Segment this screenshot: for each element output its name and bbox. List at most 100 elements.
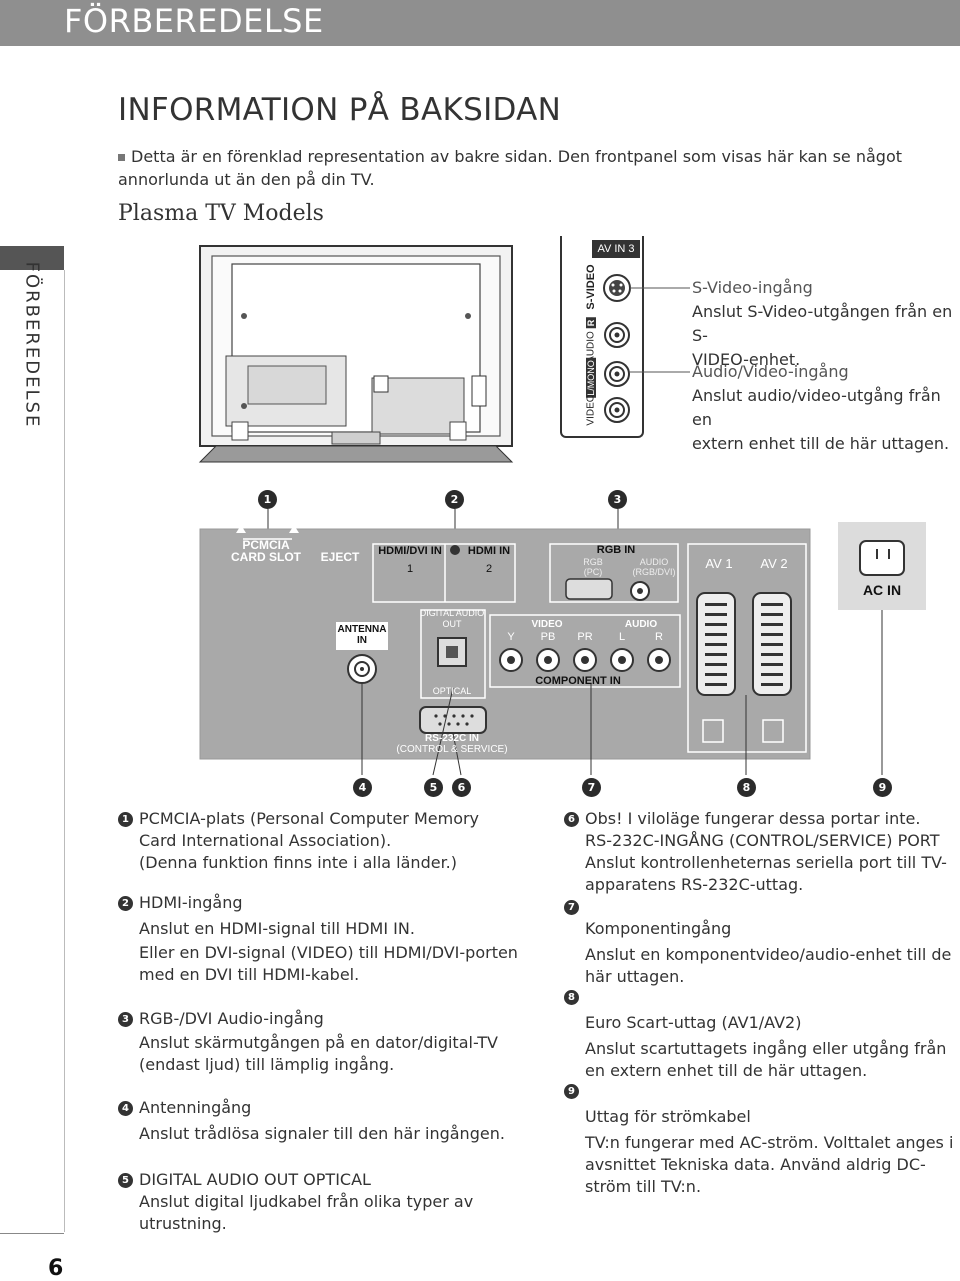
item-text: Anslut en HDMI-signal till HDMI IN. (139, 919, 415, 938)
item-text: Anslut trådlösa signaler till den här in… (139, 1124, 505, 1143)
av-in3-r-label: R (586, 317, 596, 329)
av-in3-title: AV IN 3 (592, 240, 640, 258)
item-text: (Denna funktion finns inte i alla länder… (139, 853, 458, 872)
digital-audio-label: DIGITAL AUDIO (419, 608, 485, 618)
rgb-label: RGB (583, 557, 603, 567)
callout-8: 8 (737, 778, 756, 797)
component-in-label: COMPONENT IN (535, 675, 621, 687)
pc-label: (PC) (583, 567, 603, 577)
item-text: TV:n fungerar med AC-ström. Volttalet an… (585, 1133, 954, 1196)
item-heading: Obs! I viloläge fungerar dessa portar in… (585, 809, 921, 828)
side-section-label: FÖRBEREDELSE (21, 261, 43, 429)
av-text-line1: Anslut audio/video-utgång från en (692, 386, 941, 429)
item-text: Anslut kontrollenheternas seriella port … (585, 853, 947, 894)
page-number-rule (0, 1233, 64, 1234)
item-number: 4 (118, 1101, 133, 1116)
av-in3-video-label: VIDEO (585, 394, 597, 426)
item-heading: Uttag för strömkabel (585, 1107, 751, 1126)
list-item-6: 6 Obs! I viloläge fungerar dessa portar … (564, 808, 954, 896)
page-number: 6 (48, 1256, 64, 1281)
component-l-label: L (618, 631, 626, 643)
pcmcia-label: PCMCIA (242, 538, 290, 552)
item-number: 9 (564, 1084, 579, 1099)
intro-paragraph: Detta är en förenklad representation av … (118, 145, 948, 191)
item-number: 5 (118, 1173, 133, 1188)
bullet-square-icon (118, 154, 125, 161)
callout-5: 5 (424, 778, 443, 797)
av1-label: AV 1 (705, 556, 733, 571)
item-text: Anslut digital ljudkabel från olika type… (139, 1192, 474, 1233)
rs232c-label: RS-232C IN (425, 733, 479, 744)
rgb-audio-label: AUDIO (639, 557, 669, 567)
callout-6: 6 (452, 778, 471, 797)
component-r-label: R (655, 631, 663, 643)
svideo-description: S-Video-ingång Anslut S-Video-utgången f… (692, 276, 954, 372)
side-rule (64, 270, 65, 1232)
component-video-label: VIDEO (531, 619, 563, 630)
list-item-5: 5 DIGITAL AUDIO OUT OPTICAL Anslut digit… (118, 1169, 518, 1235)
hdmi-port-2-label: 2 (485, 563, 493, 575)
svideo-heading: S-Video-ingång (692, 278, 813, 297)
av-leader-lines (630, 287, 690, 373)
item-heading: DIGITAL AUDIO OUT OPTICAL (139, 1170, 371, 1189)
hdmi-port-1-label: 1 (406, 563, 414, 575)
component-audio-label: AUDIO (624, 619, 658, 630)
antenna-label: ANTENNA (337, 624, 387, 635)
list-item-9: 9 Uttag för strömkabel TV:n fungerar med… (564, 1084, 954, 1198)
list-item-8: 8 Euro Scart-uttag (AV1/AV2) Anslut scar… (564, 990, 954, 1082)
item-text: Anslut skärmutgången på en dator/digital… (139, 1033, 498, 1074)
rgb-dvi-label: (RGB/DVI) (632, 567, 676, 577)
rgb-in-label: RGB IN (596, 544, 636, 556)
digital-out-label: OUT (442, 619, 462, 629)
header-bar: FÖRBEREDELSE (0, 0, 960, 46)
callout-2: 2 (445, 490, 464, 509)
item-number: 2 (118, 896, 133, 911)
callout-3: 3 (608, 490, 627, 509)
component-pr-label: PR (577, 631, 593, 643)
callout-4: 4 (353, 778, 372, 797)
antenna-in-label: IN (357, 635, 367, 646)
models-subtitle: Plasma TV Models (118, 201, 324, 226)
av-in3-lmono-label: L/MONO (586, 358, 596, 398)
item-heading: PCMCIA-plats (Personal Computer Memory C… (139, 809, 480, 850)
hdmi-dvi-in-label: HDMI/DVI IN (378, 545, 442, 557)
list-item-7: 7 Komponentingång Anslut en komponentvid… (564, 900, 954, 988)
control-service-label: (CONTROL & SERVICE) (396, 744, 508, 755)
item-heading: HDMI-ingång (139, 893, 243, 912)
header-title: FÖRBEREDELSE (64, 2, 324, 40)
list-item-1: 1 PCMCIA-plats (Personal Computer Memory… (118, 808, 518, 874)
ac-in-label: AC IN (862, 582, 902, 598)
item-text: Eller en DVI-signal (VIDEO) till HDMI/DV… (139, 943, 518, 984)
item-heading: RGB-/DVI Audio-ingång (139, 1009, 324, 1028)
item-text: Anslut scartuttagets ingång eller utgång… (585, 1039, 947, 1080)
intro-text: Detta är en förenklad representation av … (118, 147, 903, 189)
item-number: 7 (564, 900, 579, 915)
item-number: 8 (564, 990, 579, 1005)
side-tab-marker (0, 246, 64, 270)
list-item-4: 4 Antenningång Anslut trådlösa signaler … (118, 1097, 518, 1145)
item-text: RS-232C-INGÅNG (CONTROL/SERVICE) PORT (585, 831, 940, 850)
left-description-list: 1 PCMCIA-plats (Personal Computer Memory… (118, 808, 518, 1233)
list-item-2: 2 HDMI-ingång Anslut en HDMI-signal till… (118, 892, 518, 986)
component-y-label: Y (507, 631, 515, 643)
card-slot-label: CARD SLOT (231, 550, 301, 564)
av-heading: Audio/Video-ingång (692, 362, 849, 381)
right-description-list: 6 Obs! I viloläge fungerar dessa portar … (564, 808, 954, 1208)
callout-9: 9 (873, 778, 892, 797)
av-in3-svideo-label: S-VIDEO (585, 264, 597, 310)
svideo-text-line2: VIDEO-enhet. (692, 350, 801, 369)
av2-label: AV 2 (760, 556, 788, 571)
callout-7: 7 (582, 778, 601, 797)
eject-label: EJECT (320, 550, 360, 564)
section-title: INFORMATION PÅ BAKSIDAN (118, 92, 562, 128)
av-description: Audio/Video-ingång Anslut audio/video-ut… (692, 360, 954, 456)
item-number: 6 (564, 812, 579, 827)
tv-rear-illustration (198, 245, 514, 463)
av-text-line2: extern enhet till de här uttagen. (692, 434, 950, 453)
av-in3-jacks (603, 274, 631, 423)
callout-1: 1 (258, 490, 277, 509)
av-in3-panel (560, 236, 644, 438)
item-heading: Euro Scart-uttag (AV1/AV2) (585, 1013, 802, 1032)
item-number: 3 (118, 1012, 133, 1027)
list-item-3: 3 RGB-/DVI Audio-ingång Anslut skärmutgå… (118, 1008, 518, 1076)
